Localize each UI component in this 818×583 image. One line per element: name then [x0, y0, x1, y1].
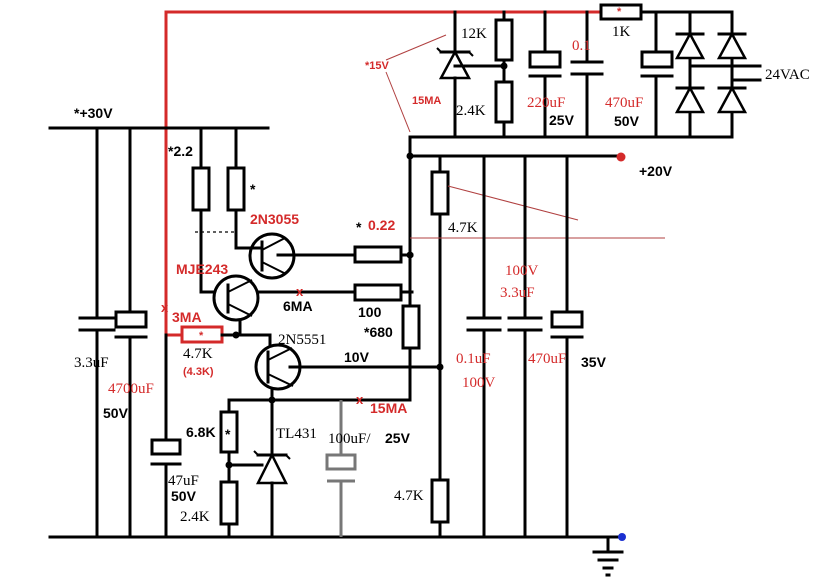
junction-out-1: [406, 251, 414, 259]
cap-0-1uf-out: [466, 154, 502, 539]
label-0-1uf-out: 0.1uF: [456, 351, 491, 367]
cap-0-1-top: [570, 10, 604, 139]
label-r-1k: 1K: [612, 24, 631, 40]
marker-x2: x: [161, 300, 169, 315]
label-100v-top: 100V: [505, 263, 539, 279]
annotation-15v-line: [385, 71, 411, 133]
label-r-4-3k: (4.3K): [183, 366, 214, 378]
label-r-1k-star: *: [617, 6, 622, 18]
junction-ref: [225, 461, 233, 469]
resistor-4-7k-top: [430, 154, 450, 482]
resistor-2-2: [191, 126, 217, 294]
label-470uf-top-v: 50V: [614, 113, 640, 129]
label-r-4-7k-bottom: 4.7K: [394, 488, 424, 504]
junction-base: [232, 331, 240, 339]
label-r-2-4k-zener: 2.4K: [456, 103, 486, 119]
resistor-100: [353, 283, 414, 302]
resistor-4-7k-bottom: [430, 478, 450, 539]
label-2n3055: 2N3055: [250, 211, 299, 227]
label-47uf: 47uF: [168, 473, 199, 489]
label-r-4-7k-top: 4.7K: [448, 220, 478, 236]
resistor-0-22: [353, 245, 414, 264]
resistor-2-4k-zener: [494, 80, 514, 139]
transistor-mje243: [212, 274, 357, 337]
label-r-star: *: [250, 181, 256, 197]
label-r-100: 100: [358, 304, 382, 320]
cap-100uf: [325, 400, 357, 537]
label-3ma: 3MA: [172, 309, 202, 325]
label-470uf-top: 470uF: [605, 95, 643, 111]
cap-3-3uf-right: [507, 154, 543, 539]
label-r-12k: 12K: [461, 26, 487, 42]
terminal-20v: [616, 152, 626, 162]
label-tl431: TL431: [276, 426, 317, 442]
label-100uf: 100uF/: [328, 431, 371, 447]
label-24vac: 24VAC: [765, 67, 810, 83]
label-10v: 10V: [344, 349, 370, 365]
label-r-0-22: 0.22: [368, 217, 395, 233]
label-r-4-7k-base: 4.7K: [183, 346, 213, 362]
resistor-2-4k-ref: [219, 480, 239, 539]
bridge-rectifier: [674, 10, 762, 139]
cap-47uf: [150, 333, 182, 539]
resistor-base-4-7k: [180, 325, 272, 344]
annotation-line-1: [447, 185, 579, 221]
label-r-680: *680: [364, 324, 393, 340]
label-220uf-v: 25V: [549, 112, 575, 128]
label-0-1uf-out-v: 100V: [462, 375, 496, 391]
cap-4700uf: [114, 126, 148, 539]
annotation-15v-line-2: [385, 34, 447, 61]
label-470uf-out-v: 35V: [581, 354, 607, 370]
cap-470uf-top: [640, 10, 674, 139]
tl431-regulator: [253, 398, 291, 539]
label-220uf: 220uF: [527, 95, 565, 111]
label-470uf-out: 470uF: [528, 351, 566, 367]
resistor-680: [401, 304, 421, 350]
label-4700uf: 4700uF: [108, 381, 154, 397]
junction-tap: [500, 62, 508, 70]
marker-x1: x: [296, 284, 304, 299]
marker-x3: x: [356, 392, 364, 407]
cap-470uf-out: [550, 154, 584, 539]
transistor-2n3055: [234, 232, 357, 280]
cap-220uf: [528, 10, 562, 139]
label-6ma: 6MA: [283, 298, 313, 314]
label-47uf-v: 50V: [171, 488, 197, 504]
label-15v: *15V: [365, 60, 390, 72]
label-4700uf-v: 50V: [103, 405, 129, 421]
label-2n5551: 2N5551: [278, 332, 326, 348]
transistor-2n5551: [254, 333, 442, 402]
label-r-0-22-star: *: [356, 219, 362, 235]
wire-emitter: [227, 148, 412, 402]
label-mje243: MJE243: [176, 261, 228, 277]
label-r-base-star: *: [199, 330, 204, 342]
label-r-6-8k: 6.8K: [186, 424, 216, 440]
label-15ma-bottom: 15MA: [370, 400, 407, 416]
label-3-3uf-left: 3.3uF: [74, 355, 109, 371]
red-sense-wire: [164, 10, 620, 337]
label-r-6-8k-star: *: [225, 426, 231, 442]
resistor-12k: [494, 10, 514, 84]
label-3-3uf-right: 3.3uF: [500, 285, 535, 301]
label-100uf-v: 25V: [385, 430, 411, 446]
ground-symbol: [592, 535, 624, 577]
label-20v: +20V: [639, 163, 673, 179]
label-r-2-4k-ref: 2.4K: [180, 509, 210, 525]
label-r-2-2: *2.2: [168, 143, 193, 159]
ground-terminal: [618, 533, 626, 541]
label-30v: *+30V: [74, 105, 113, 121]
label-15ma-zener: 15MA: [412, 95, 441, 107]
label-0-1-top: 0.1: [572, 38, 591, 54]
cap-3-3uf-left: [78, 126, 116, 539]
